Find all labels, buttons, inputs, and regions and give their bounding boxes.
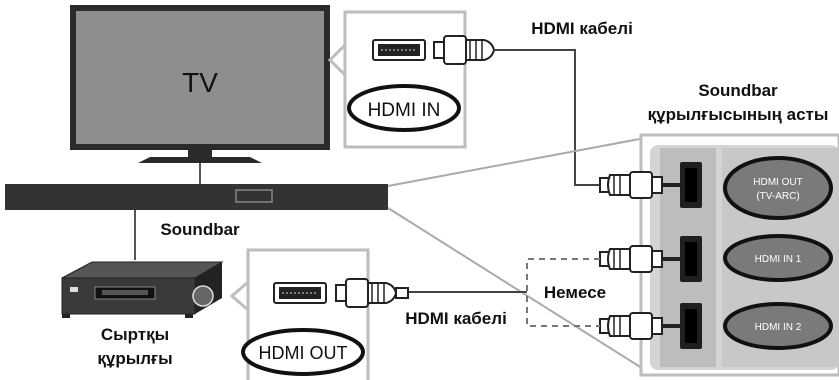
callout-pointer-device	[229, 278, 250, 314]
panel-hdmi-port-3	[680, 303, 702, 349]
tv: TV	[70, 5, 330, 163]
device-hdmi-callout: HDMI OUT	[229, 248, 409, 380]
hdmi-out-label: HDMI OUT	[259, 343, 348, 363]
external-device	[61, 261, 224, 318]
hdmi-plug-icon-device	[335, 278, 409, 308]
panel-plug-2	[599, 245, 682, 273]
panel-hdmi-port-1	[680, 162, 702, 208]
hdmi-in-2-label: HDMI IN 2	[755, 322, 802, 333]
hdmi-port-icon	[372, 39, 426, 61]
hdmi-cable-bottom-label: HDMI кабелі	[405, 309, 507, 328]
soundbar-body	[5, 184, 388, 210]
soundbar-panel-line-top	[387, 137, 646, 187]
hdmi-plug-icon	[433, 35, 496, 65]
tv-hdmi-callout: HDMI IN	[327, 10, 496, 149]
hdmi-out-arc-label-line1: HDMI OUT	[753, 177, 802, 188]
port-panel: HDMI OUT (TV-ARC) HDMI IN 1 HDMI IN 2	[639, 133, 839, 377]
hdmi-out-highlight	[241, 328, 365, 376]
hdmi-cable-top-label: HDMI кабелі	[531, 19, 633, 38]
soundbar-bottom-label-line1: Soundbar	[698, 81, 778, 100]
soundbar-label: Soundbar	[160, 220, 240, 239]
panel-plug-1	[599, 171, 682, 199]
hdmi-cable-top	[494, 49, 600, 186]
hdmi-out-arc-label-line2: (TV-ARC)	[756, 191, 799, 202]
soundbar	[5, 184, 388, 210]
device-top	[61, 261, 224, 279]
device-knob	[192, 285, 214, 307]
hdmi-in-2-highlight	[723, 302, 833, 350]
tv-label: TV	[182, 67, 218, 98]
hdmi-in-1-highlight	[723, 234, 833, 282]
hdmi-port-icon-device	[273, 282, 327, 304]
hdmi-in-1-label: HDMI IN 1	[755, 254, 802, 265]
tv-stand	[138, 157, 262, 163]
callout-pointer-tv	[327, 41, 347, 79]
panel-plug-3	[599, 312, 682, 340]
soundbar-bottom-label-line2: құрылғысының асты	[648, 105, 829, 124]
panel-hdmi-port-2	[680, 236, 702, 282]
nemese-label: Немесе	[544, 283, 606, 302]
alternative-route-dashed	[526, 258, 600, 327]
external-device-label-line2: құрылғы	[97, 349, 172, 368]
hdmi-out-arc-highlight	[723, 156, 833, 220]
external-device-label-line1: Сыртқы	[101, 325, 169, 344]
soundbar-panel-line-bottom	[387, 207, 646, 371]
soundbar-display	[235, 189, 273, 203]
hdmi-in-label: HDMI IN	[368, 100, 441, 121]
tv-neck	[188, 150, 212, 157]
tv-screen	[76, 11, 324, 144]
hdmi-in-highlight	[347, 84, 461, 132]
